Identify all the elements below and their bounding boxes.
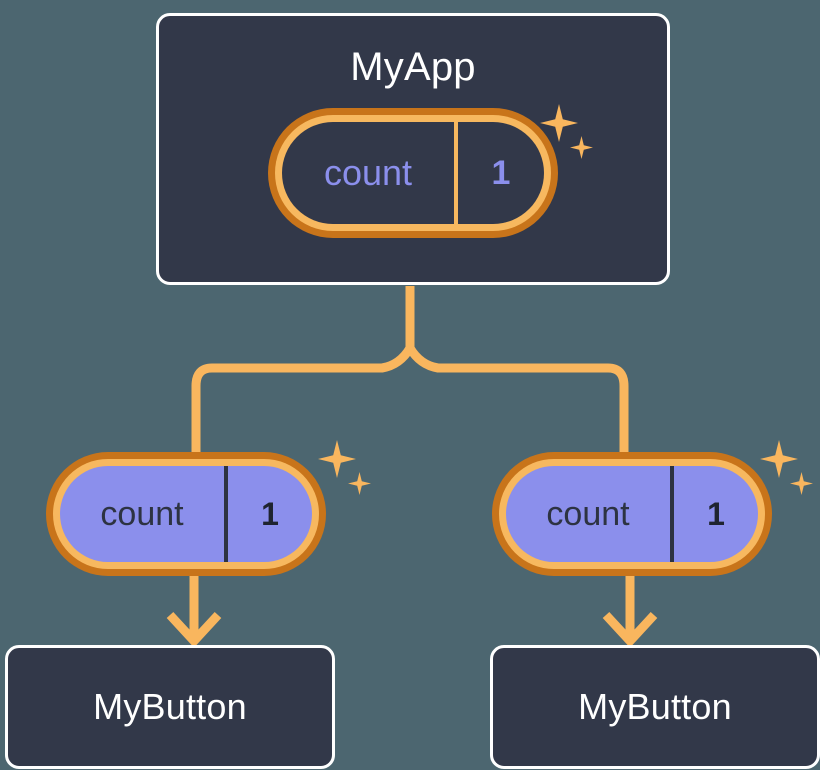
state-pill-child-right[interactable]: count 1 <box>492 452 772 576</box>
sparkle-small-icon <box>790 472 813 495</box>
component-title-mybutton: MyButton <box>93 686 247 727</box>
arrow-head-right <box>602 611 658 648</box>
state-key-label: count <box>100 494 184 533</box>
state-pill-child-left[interactable]: count 1 <box>46 452 326 576</box>
state-pill-ring: count 1 <box>499 459 765 569</box>
state-key-label: count <box>546 494 630 533</box>
state-pill-ring: count 1 <box>53 459 319 569</box>
component-title-myapp: MyApp <box>350 45 476 89</box>
state-pill-myapp[interactable]: count 1 <box>268 108 558 238</box>
component-title-mybutton: MyButton <box>578 686 732 727</box>
state-pill-body: count 1 <box>282 122 544 224</box>
state-key-label: count <box>323 152 413 193</box>
state-pill-body: count 1 <box>506 466 758 562</box>
state-pill-ring: count 1 <box>275 115 551 231</box>
component-box-mybutton-left[interactable]: MyButton <box>5 645 335 769</box>
arrow-head-left <box>166 611 222 648</box>
component-box-mybutton-right[interactable]: MyButton <box>490 645 820 769</box>
sparkle-large-icon <box>318 440 356 478</box>
state-value-label: 1 <box>224 466 312 562</box>
state-value-label: 1 <box>670 466 758 562</box>
connector-branch-right <box>406 345 629 458</box>
connector-branch-left <box>191 345 414 458</box>
state-value-label: 1 <box>454 122 544 224</box>
sparkle-small-icon <box>348 472 371 495</box>
state-pill-body: count 1 <box>60 466 312 562</box>
sparkle-large-icon <box>760 440 798 478</box>
